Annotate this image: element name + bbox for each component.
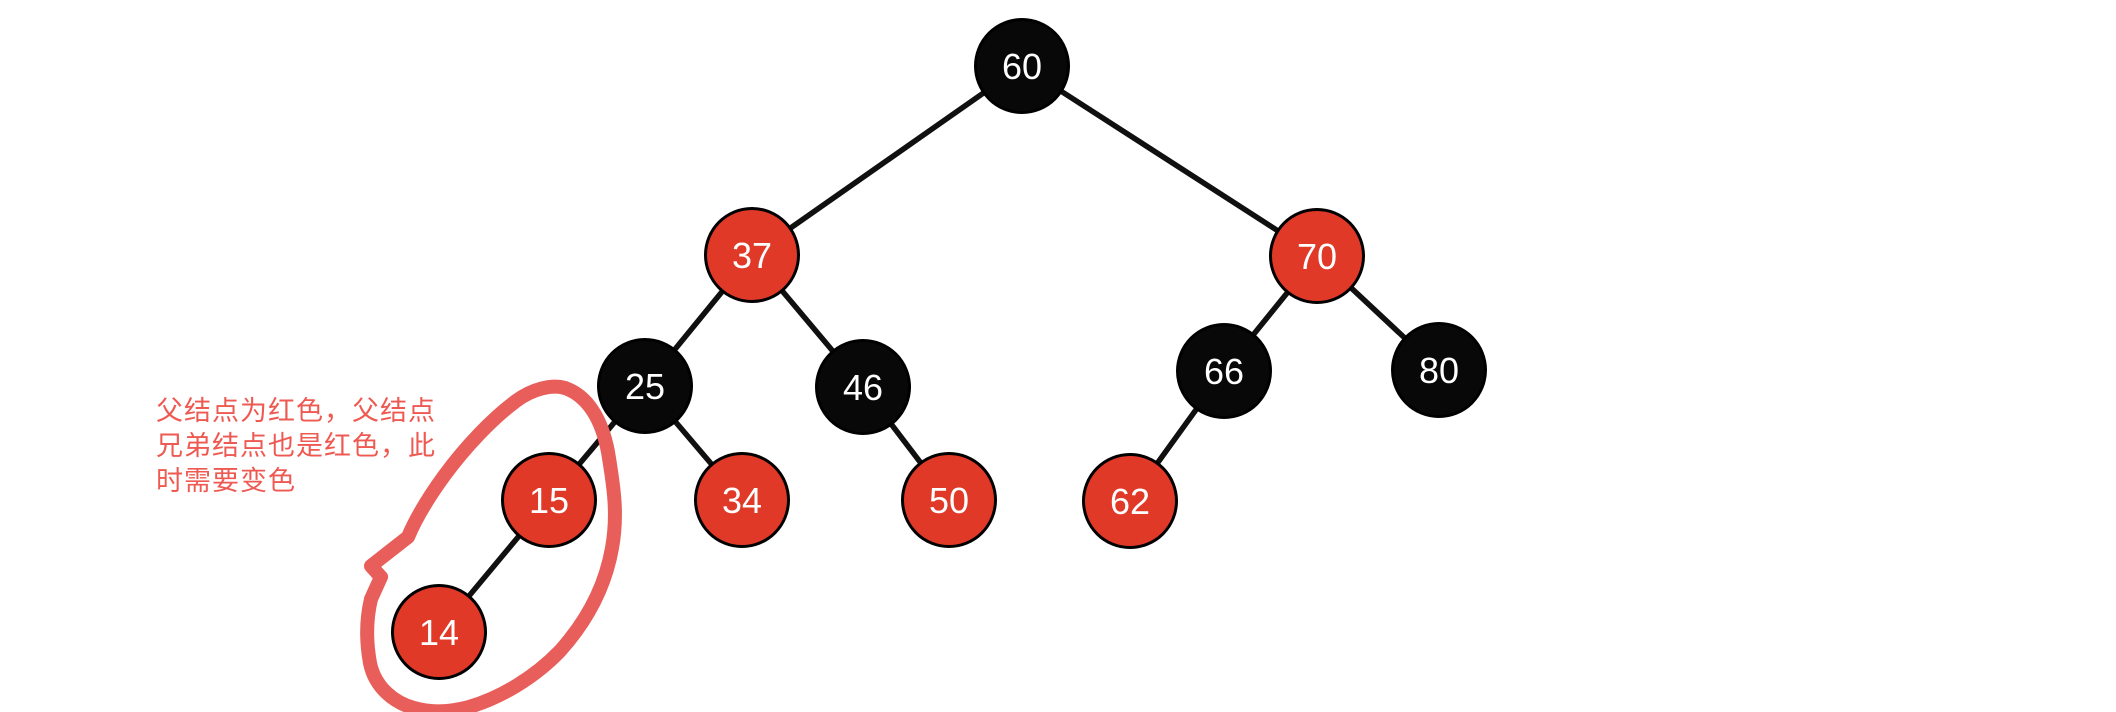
tree-node-80: 80: [1391, 322, 1487, 418]
annotation-text-line-3: 时需要变色: [156, 466, 296, 496]
tree-node-25: 25: [597, 338, 693, 434]
tree-node-circle-red: [694, 452, 790, 548]
tree-node-label: 14: [419, 612, 459, 653]
tree-node-circle-red: [1269, 208, 1365, 304]
tree-node-34: 34: [694, 452, 790, 548]
tree-nodes-layer: 60 37 70 25 46 66 80 15 34 50 62 14: [391, 18, 1487, 680]
tree-node-circle-black: [974, 18, 1070, 114]
annotation-text-line-2: 兄弟结点也是红色，此: [156, 431, 436, 461]
tree-node-circle-red: [1082, 453, 1178, 549]
tree-node-15: 15: [501, 452, 597, 548]
tree-node-label: 70: [1297, 236, 1337, 277]
tree-node-label: 80: [1419, 350, 1459, 391]
tree-node-label: 60: [1002, 46, 1042, 87]
hand-drawn-circle-annotation: [360, 379, 622, 712]
tree-node-label: 25: [625, 366, 665, 407]
tree-node-circle-black: [597, 338, 693, 434]
tree-node-circle-red: [704, 207, 800, 303]
tree-node-label: 46: [843, 367, 883, 408]
annotation-text-line-1: 父结点为红色，父结点: [156, 396, 436, 426]
tree-node-label: 66: [1204, 351, 1244, 392]
tree-node-label: 50: [929, 480, 969, 521]
tree-node-66: 66: [1176, 323, 1272, 419]
tree-node-60: 60: [974, 18, 1070, 114]
tree-node-label: 37: [732, 235, 772, 276]
tree-node-circle-black: [1176, 323, 1272, 419]
tree-edge-60-37: [749, 63, 1025, 258]
annotation-text: 父结点为红色，父结点 兄弟结点也是红色，此 时需要变色: [156, 394, 436, 499]
tree-node-50: 50: [901, 452, 997, 548]
tree-edge-60-70: [1019, 63, 1320, 259]
tree-node-14: 14: [391, 584, 487, 680]
tree-node-circle-black: [1391, 322, 1487, 418]
tree-node-70: 70: [1269, 208, 1365, 304]
tree-node-circle-red: [501, 452, 597, 548]
tree-node-label: 15: [529, 480, 569, 521]
tree-node-circle-red: [391, 584, 487, 680]
tree-node-62: 62: [1082, 453, 1178, 549]
tree-node-label: 62: [1110, 481, 1150, 522]
tree-node-label: 34: [722, 480, 762, 521]
tree-node-37: 37: [704, 207, 800, 303]
tree-node-circle-red: [901, 452, 997, 548]
tree-node-46: 46: [815, 339, 911, 435]
tree-edges-layer: [436, 63, 1442, 635]
tree-node-circle-black: [815, 339, 911, 435]
